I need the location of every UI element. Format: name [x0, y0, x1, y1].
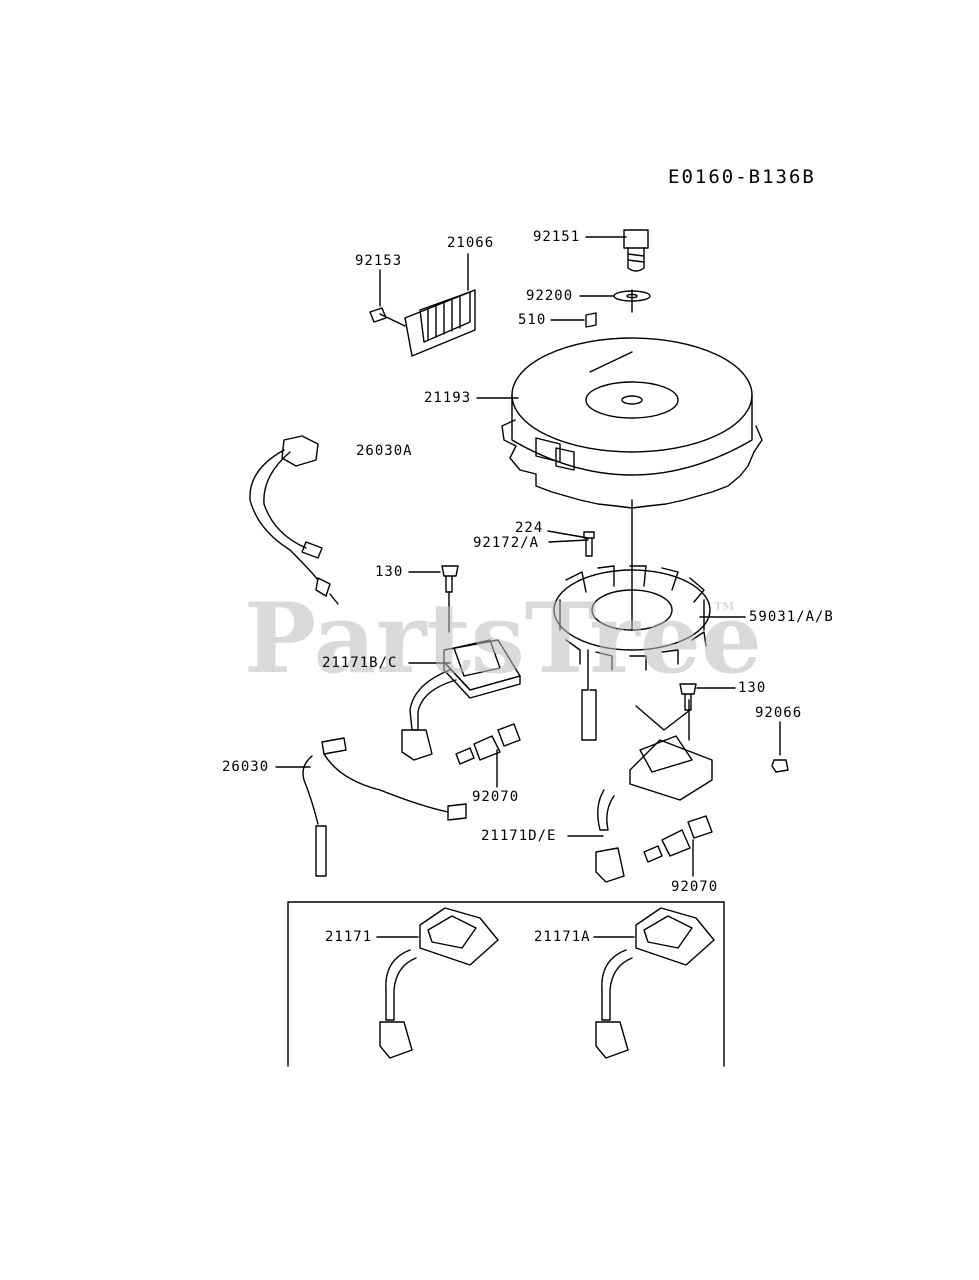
regulator [404, 289, 476, 357]
regulator-screw [369, 307, 406, 327]
stator-screw [583, 531, 595, 557]
ignition-coil-21171a [595, 907, 715, 1059]
ignition-coil-de [595, 705, 713, 883]
part-label-92070-lower[interactable]: 92070 [671, 879, 719, 895]
nut [771, 759, 789, 773]
part-label-92200[interactable]: 92200 [526, 288, 574, 304]
ignition-coil-bc [401, 639, 521, 761]
part-label-21171[interactable]: 21171 [325, 929, 373, 945]
part-label-21171a[interactable]: 21171A [534, 929, 591, 945]
part-label-510[interactable]: 510 [518, 312, 547, 328]
part-label-92066[interactable]: 92066 [755, 705, 803, 721]
part-label-224[interactable]: 224 [515, 520, 544, 536]
part-label-130-lower[interactable]: 130 [738, 680, 767, 696]
part-label-21171de[interactable]: 21171D/E [481, 828, 557, 844]
coil-screw-1 [441, 565, 459, 593]
part-label-26030[interactable]: 26030 [222, 759, 270, 775]
coil-screw-2 [679, 683, 697, 711]
harness-26030 [302, 737, 467, 877]
watermark: PartsTree [244, 582, 762, 695]
flywheel-bolt [623, 229, 649, 272]
part-label-92153[interactable]: 92153 [355, 253, 403, 269]
spark-plug-2 [643, 815, 713, 863]
part-label-21193[interactable]: 21193 [424, 390, 472, 406]
spark-plug-1 [455, 723, 521, 765]
part-label-26030a[interactable]: 26030A [356, 443, 413, 459]
part-label-59031ab[interactable]: 59031/A/B [749, 609, 834, 625]
stator [553, 565, 711, 741]
ignition-coil-21171 [379, 907, 499, 1059]
part-label-21171bc[interactable]: 21171B/C [322, 655, 398, 671]
part-label-92151[interactable]: 92151 [533, 229, 581, 245]
flywheel-washer [613, 290, 651, 302]
flywheel [501, 337, 763, 509]
part-label-130-upper[interactable]: 130 [375, 564, 404, 580]
harness-26030a [249, 435, 339, 605]
part-label-92172a[interactable]: 92172/A [473, 535, 540, 551]
watermark-tm: TM [714, 600, 735, 613]
part-label-21066[interactable]: 21066 [447, 235, 495, 251]
diagram-code: E0160-B136B [668, 166, 816, 188]
inset-frame [287, 901, 725, 1067]
flywheel-key [585, 312, 597, 328]
part-label-92070-upper[interactable]: 92070 [472, 789, 520, 805]
